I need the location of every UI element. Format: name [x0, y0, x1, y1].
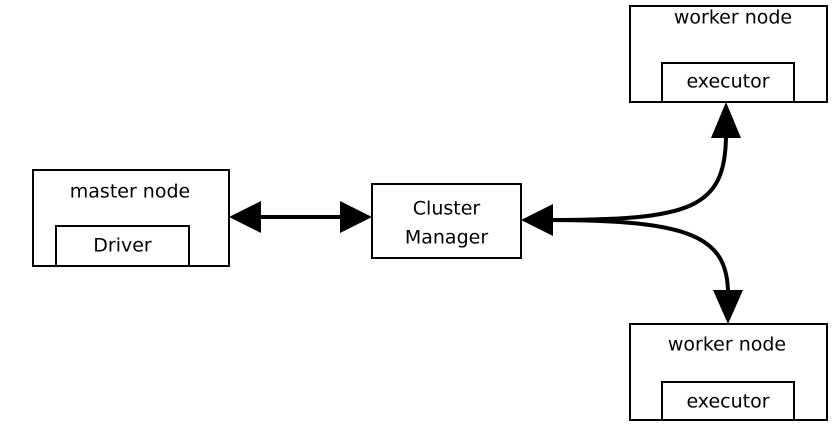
master-node-title: master node [70, 181, 190, 203]
connector-to-bottom-worker [547, 218, 730, 295]
worker-node-top: worker node executor [629, 5, 828, 103]
arrowhead-left-icon [229, 201, 261, 233]
arrowhead-right-icon [340, 201, 372, 233]
cluster-manager-label-line1: Cluster [413, 198, 481, 220]
master-cluster-arrow [229, 201, 372, 233]
worker-node-bottom: worker node executor [629, 323, 828, 421]
arrowhead-top-worker-icon [711, 102, 741, 138]
cluster-manager: Cluster Manager [371, 183, 522, 259]
driver-box [55, 225, 190, 267]
cluster-worker-arrows [521, 102, 743, 324]
arrowhead-bottom-worker-icon [713, 290, 743, 324]
executor-bottom-box [661, 381, 795, 421]
executor-top-box [661, 62, 795, 103]
driver-label: Driver [93, 235, 152, 257]
master-node: master node Driver [32, 169, 230, 267]
executor-top-label: executor [686, 71, 769, 93]
worker-node-bottom-title: worker node [668, 334, 786, 356]
connector-to-top-worker [547, 133, 728, 222]
cluster-manager-label-line2: Manager [405, 227, 488, 249]
worker-node-top-title: worker node [674, 7, 792, 29]
executor-bottom-label: executor [686, 391, 769, 413]
arrowhead-cluster-icon [521, 204, 553, 236]
cluster-manager-box [371, 183, 522, 259]
